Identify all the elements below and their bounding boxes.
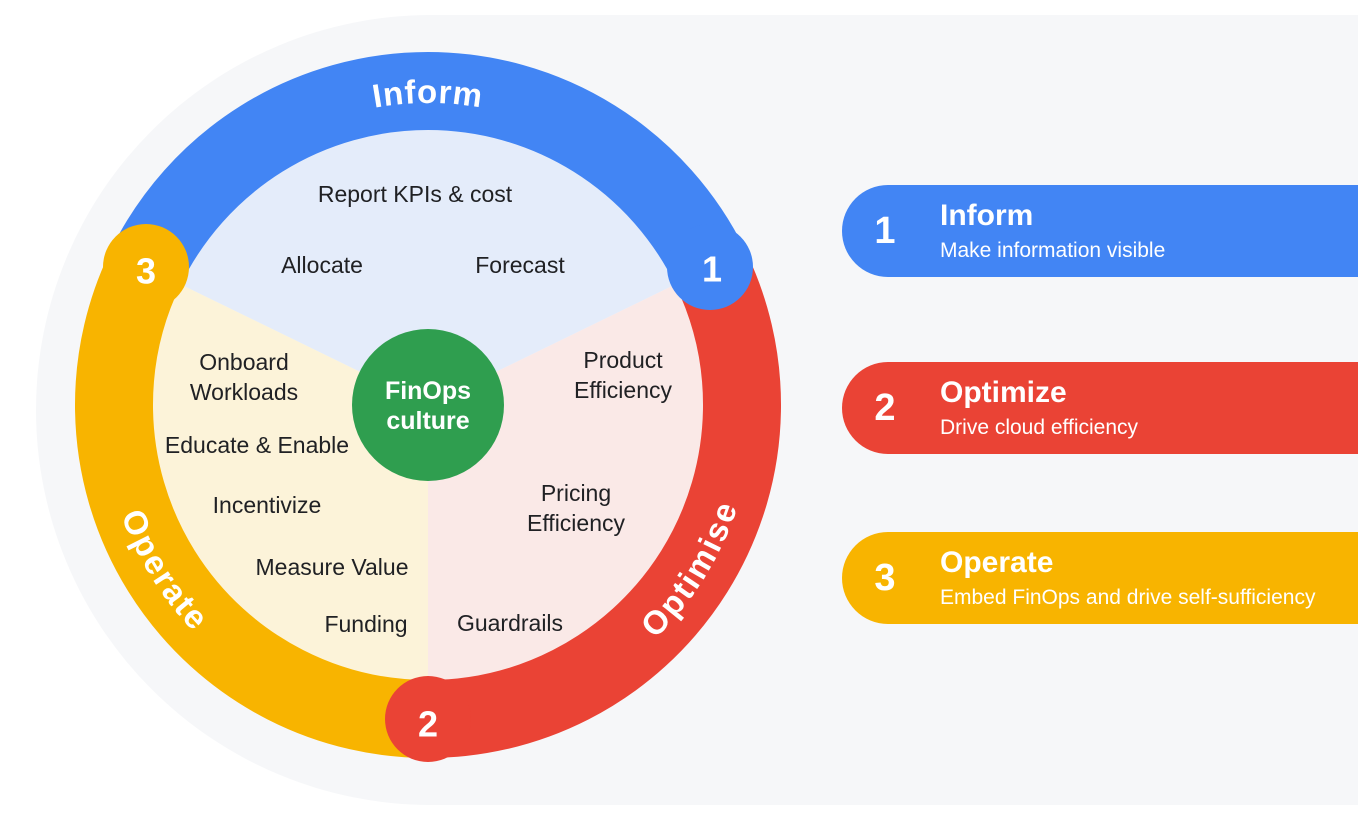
legend-title-inform: Inform bbox=[940, 199, 1034, 233]
label-incentivize: Incentivize bbox=[212, 492, 322, 518]
legend-subtitle-operate: Embed FinOps and drive self-sufficiency bbox=[940, 585, 1316, 609]
finops-culture-circle bbox=[352, 329, 504, 481]
badge-circle-optimise bbox=[385, 676, 471, 762]
badge-circle-operate bbox=[103, 224, 189, 310]
legend-title-optimize: Optimize bbox=[940, 376, 1067, 410]
badge-number-inform: 1 bbox=[702, 249, 722, 290]
label-onboard-workloads: Onboard Workloads bbox=[189, 349, 299, 405]
badge-circle-inform bbox=[667, 224, 753, 310]
label-allocate: Allocate bbox=[281, 252, 363, 278]
legend-item-operate: 3 Operate Embed FinOps and drive self-su… bbox=[842, 532, 1358, 624]
label-report-kpis-cost: Report KPIs & cost bbox=[317, 181, 513, 207]
legend-number-operate: 3 bbox=[874, 556, 896, 599]
label-measure-value: Measure Value bbox=[255, 554, 409, 580]
label-guardrails: Guardrails bbox=[456, 610, 564, 636]
legend-item-optimize: 2 Optimize Drive cloud efficiency bbox=[842, 362, 1358, 454]
legend-item-inform: 1 Inform Make information visible bbox=[842, 185, 1358, 277]
legend-number-optimize: 2 bbox=[874, 386, 896, 429]
legend-text-optimize: Optimize Drive cloud efficiency bbox=[940, 376, 1138, 440]
legend-text-operate: Operate Embed FinOps and drive self-suff… bbox=[940, 546, 1315, 610]
ring-arc-optimise bbox=[427, 250, 781, 758]
ring-arc-operate bbox=[75, 250, 429, 758]
label-forecast: Forecast bbox=[475, 252, 565, 278]
label-funding: Funding bbox=[324, 611, 408, 637]
arc-label-inform: Inform bbox=[369, 72, 484, 114]
wedge-inform bbox=[179, 127, 677, 405]
ring-arc-inform bbox=[110, 52, 746, 285]
legend-title-operate: Operate bbox=[940, 546, 1054, 580]
finops-culture-label: FinOps culture bbox=[384, 377, 472, 435]
label-product-efficiency: Product Efficiency bbox=[573, 347, 673, 403]
badge-number-optimise: 2 bbox=[418, 704, 438, 745]
legend-subtitle-inform: Make information visible bbox=[940, 238, 1166, 262]
badge-number-operate: 3 bbox=[136, 251, 156, 292]
legend-subtitle-optimize: Drive cloud efficiency bbox=[940, 415, 1139, 439]
legend-text-inform: Inform Make information visible bbox=[940, 199, 1165, 263]
label-pricing-efficiency: Pricing Efficiency bbox=[526, 480, 626, 536]
arc-label-inform-text: Inform bbox=[369, 72, 485, 114]
label-educate-enable: Educate & Enable bbox=[164, 432, 350, 458]
legend-number-inform: 1 bbox=[874, 209, 896, 252]
